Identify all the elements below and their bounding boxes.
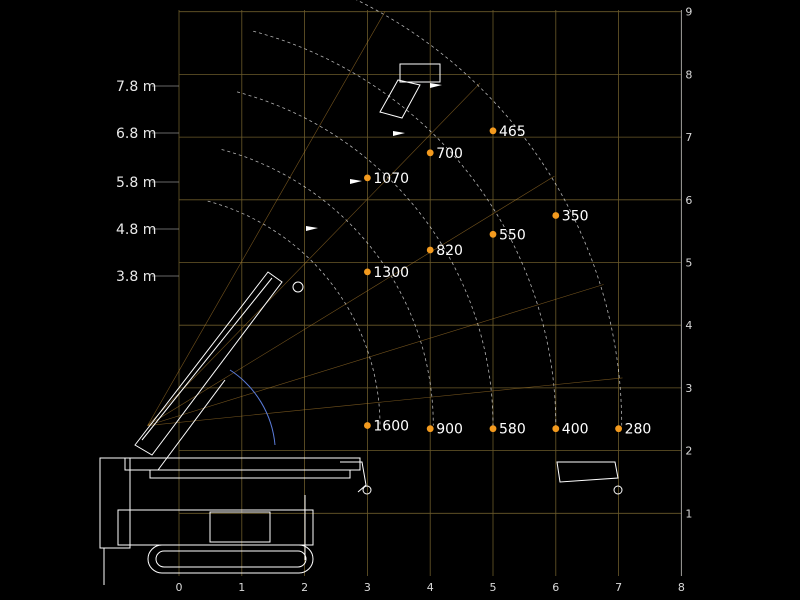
boom-cylinder xyxy=(157,379,226,471)
load-point xyxy=(426,246,434,254)
folded-jib xyxy=(340,461,367,493)
y-tick-label: 1 xyxy=(685,507,692,520)
load-label: 700 xyxy=(436,146,463,162)
load-point xyxy=(552,212,560,219)
load-label: 900 xyxy=(436,422,463,438)
boom-length-labels: 3.8 m 4.8 m 5.8 m 6.8 m 7.8 m xyxy=(116,79,179,285)
x-tick-label: 0 xyxy=(176,581,183,594)
boom-length-label: 4.8 m xyxy=(116,222,156,238)
load-label: 350 xyxy=(562,209,589,225)
engine-block xyxy=(209,511,271,543)
x-tick-label: 1 xyxy=(238,581,245,594)
y-tick-label: 8 xyxy=(685,68,692,81)
load-point xyxy=(426,425,434,433)
boom-arc xyxy=(236,91,494,426)
load-point xyxy=(552,425,560,433)
y-tick-label: 4 xyxy=(685,319,692,332)
boom-arc xyxy=(253,30,557,426)
top-jib-head xyxy=(399,63,441,83)
load-point xyxy=(489,127,497,135)
load-label: 580 xyxy=(499,422,526,438)
load-point xyxy=(426,149,434,157)
outrigger-arm-lower xyxy=(149,469,351,479)
load-label: 1070 xyxy=(373,171,409,187)
x-tick-label: 4 xyxy=(427,581,434,594)
crane-drawing xyxy=(99,63,623,585)
load-label: 1600 xyxy=(373,419,409,435)
boom-arc xyxy=(221,149,434,426)
x-tick-label: 5 xyxy=(490,581,497,594)
boom-angle-line xyxy=(147,377,623,426)
boom-tip-markers xyxy=(306,83,442,231)
crawler-track xyxy=(147,544,314,574)
y-tick-label: 3 xyxy=(685,382,692,395)
boom-angle-arc xyxy=(229,369,276,446)
boom-length-label: 7.8 m xyxy=(116,79,156,95)
load-label: 400 xyxy=(562,422,589,438)
y-tick-label: 9 xyxy=(685,6,692,19)
load-point xyxy=(364,174,371,182)
boom-arcs xyxy=(147,0,623,426)
chassis xyxy=(117,509,314,546)
x-tick-label: 7 xyxy=(615,581,622,594)
x-tick-label: 8 xyxy=(678,581,685,594)
boom-angle-line xyxy=(147,82,481,426)
outrigger-arm xyxy=(124,457,361,471)
x-tick-label: 2 xyxy=(301,581,308,594)
far-hook xyxy=(613,485,623,495)
boom-arc xyxy=(355,0,623,426)
x-tick-label: 3 xyxy=(364,581,371,594)
hook-base xyxy=(362,485,372,495)
boom-angle-line xyxy=(147,284,604,426)
boom-length-label: 5.8 m xyxy=(116,175,156,191)
boom-tip-marker xyxy=(393,131,405,136)
y-tick-label: 6 xyxy=(685,194,692,207)
main-boom-inner xyxy=(141,277,273,441)
y-tick-label: 2 xyxy=(685,445,692,458)
load-label: 550 xyxy=(499,227,526,243)
boom-angle-line xyxy=(147,175,555,426)
top-jib xyxy=(379,79,421,119)
boom-length-label: 3.8 m xyxy=(116,269,156,285)
load-point xyxy=(489,230,497,238)
load-point xyxy=(364,268,371,276)
far-jib xyxy=(556,461,619,483)
crawler-track-inner xyxy=(155,550,307,568)
boom-tip-marker xyxy=(306,226,318,231)
main-boom xyxy=(134,271,283,456)
load-label: 820 xyxy=(436,243,463,259)
load-point xyxy=(364,422,371,429)
x-tick-label: 6 xyxy=(552,581,559,594)
load-label: 280 xyxy=(625,422,652,438)
y-tick-label: 5 xyxy=(685,257,692,270)
boom-head xyxy=(292,281,304,293)
load-point xyxy=(489,425,497,433)
front-frame xyxy=(99,457,131,549)
load-point xyxy=(615,425,622,433)
boom-angle-line xyxy=(147,11,386,426)
y-tick-label: 7 xyxy=(685,131,692,144)
load-label: 465 xyxy=(499,124,526,140)
load-points: 1600 900 580 400 280 1300 820 550 350 1070 700 465 xyxy=(364,124,651,438)
boom-arc xyxy=(207,200,381,426)
boom-length-label: 6.8 m xyxy=(116,126,156,142)
boom-tip-marker xyxy=(350,179,362,184)
load-label: 1300 xyxy=(373,265,409,281)
grid: 0 1 2 3 4 5 6 7 8 1 2 3 4 5 6 7 8 9 xyxy=(176,6,693,594)
boom-tip-marker xyxy=(430,83,442,88)
